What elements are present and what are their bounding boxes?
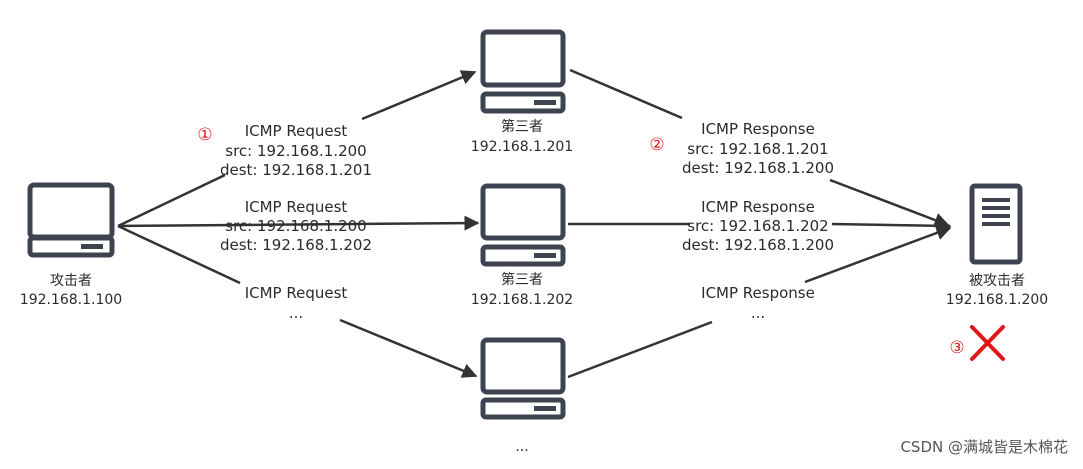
edge-attacker-to-top bbox=[117, 173, 226, 228]
step-one-marker: ① bbox=[197, 125, 212, 145]
response-top-line2: src: 192.168.1.201 bbox=[687, 140, 828, 158]
response-mid-line2: src: 192.168.1.202 bbox=[687, 217, 828, 235]
third-party-bottom-computer-icon bbox=[480, 337, 566, 420]
attacker-computer-icon bbox=[27, 182, 115, 258]
request-mid-line3: dest: 192.168.1.202 bbox=[220, 236, 372, 254]
third-party-mid-name: 第三者 bbox=[501, 271, 543, 288]
third-party-mid-computer-icon bbox=[480, 183, 566, 267]
third-party-bottom-name: ... bbox=[515, 439, 528, 455]
third-party-mid-ip: 192.168.1.202 bbox=[471, 292, 573, 308]
edge-attacker-to-top-2 bbox=[361, 70, 477, 121]
request-top-line3: dest: 192.168.1.201 bbox=[220, 161, 372, 179]
response-bottom-line2: ... bbox=[751, 304, 765, 322]
edge-attacker-to-mid bbox=[117, 215, 480, 231]
edge-top-to-victim-2 bbox=[829, 178, 950, 228]
third-party-top-ip: 192.168.1.201 bbox=[471, 139, 573, 155]
request-bottom-line1: ICMP Request bbox=[245, 284, 348, 302]
edge-top-to-victim bbox=[569, 68, 683, 120]
response-mid-line1: ICMP Response bbox=[701, 198, 815, 216]
attacker-ip: 192.168.1.100 bbox=[20, 292, 122, 308]
edge-attacker-to-bottom-2 bbox=[339, 318, 478, 378]
victim-server-icon bbox=[969, 183, 1023, 265]
request-top-line2: src: 192.168.1.200 bbox=[225, 142, 366, 160]
victim-ip: 192.168.1.200 bbox=[946, 292, 1048, 308]
edge-bottom-to-victim-2 bbox=[804, 225, 952, 284]
response-bottom-line1: ICMP Response bbox=[701, 284, 815, 302]
request-bottom-line2: ... bbox=[289, 304, 303, 322]
third-party-top-computer-icon bbox=[480, 29, 566, 114]
response-top-line3: dest: 192.168.1.200 bbox=[682, 159, 834, 177]
request-mid-line2: src: 192.168.1.200 bbox=[225, 217, 366, 235]
request-mid-line1: ICMP Request bbox=[245, 198, 348, 216]
third-party-top-name: 第三者 bbox=[501, 118, 543, 135]
response-mid-line3: dest: 192.168.1.200 bbox=[682, 236, 834, 254]
attacker-name: 攻击者 bbox=[50, 273, 92, 289]
watermark: CSDN @满城皆是木棉花 bbox=[900, 438, 1068, 456]
edge-attacker-to-bottom bbox=[117, 224, 241, 285]
edge-bottom-to-victim bbox=[567, 320, 713, 379]
red-cross-icon bbox=[970, 325, 1005, 361]
edge-mid-to-victim-2 bbox=[831, 218, 952, 234]
victim-name: 被攻击者 bbox=[969, 273, 1025, 289]
response-top-line1: ICMP Response bbox=[701, 120, 815, 138]
request-top-line1: ICMP Request bbox=[245, 122, 348, 140]
step-three-marker: ③ bbox=[949, 338, 964, 358]
step-two-marker: ② bbox=[649, 135, 664, 155]
